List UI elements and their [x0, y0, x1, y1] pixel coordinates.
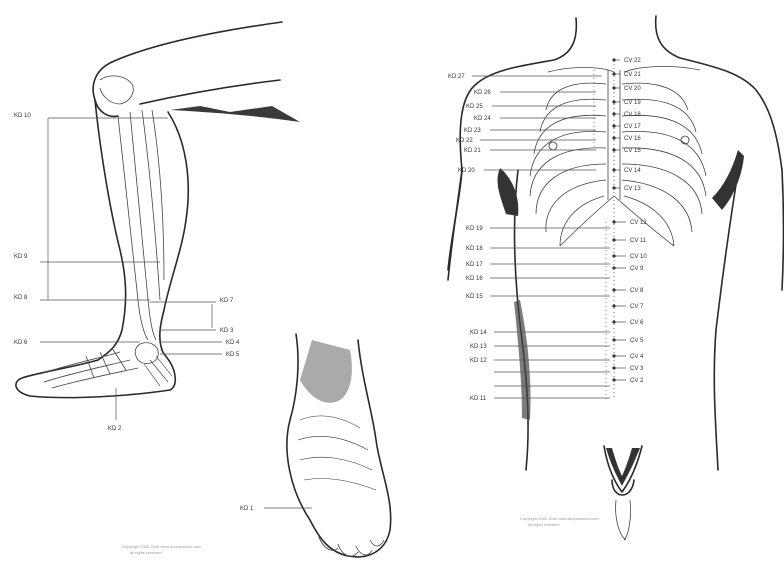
label-cv-15: CV 15	[624, 148, 641, 154]
label-kd-13: KD 13	[470, 344, 487, 350]
label-cv-2: CV 2	[630, 378, 644, 384]
label-cv-11: CV 11	[630, 238, 647, 244]
label-kd-22: KD 22	[456, 138, 473, 144]
label-kd-18: KD 18	[466, 246, 483, 252]
label-cv-13: CV 13	[624, 186, 641, 192]
leg-caption-line-2: all rights reserved	[130, 550, 162, 555]
label-kd-14: KD 14	[470, 330, 487, 336]
label-kd-9: KD 9	[14, 254, 28, 260]
label-cv-12: CV 12	[630, 220, 647, 226]
label-cv-3: CV 3	[630, 366, 644, 372]
label-kd-25: KD 25	[466, 104, 483, 110]
label-cv-10: CV 10	[630, 254, 647, 260]
leg-figure: KD 10 KD 9 KD 8 KD 6 KD 7 KD 3 KD 4 KD 5…	[14, 22, 300, 555]
label-kd-19: KD 19	[466, 226, 483, 232]
torso-figure: KD 27 KD 26 KD 25 KD 24 KD 23 KD 22 KD 2…	[448, 16, 784, 540]
label-kd-21: KD 21	[464, 148, 481, 154]
label-cv-6: CV 6	[630, 320, 644, 326]
label-kd-3: KD 3	[220, 328, 234, 334]
label-cv-8: CV 8	[630, 288, 644, 294]
label-cv-17: CV 17	[624, 124, 641, 130]
label-kd-17: KD 17	[466, 262, 483, 268]
label-kd-8: KD 8	[14, 295, 28, 301]
label-kd-23: KD 23	[464, 128, 481, 134]
label-kd-1: KD 1	[240, 506, 254, 512]
label-kd-5: KD 5	[226, 352, 240, 358]
label-cv-9: CV 9	[630, 266, 644, 272]
label-kd-4: KD 4	[226, 340, 240, 346]
leg-caption-line-1: Copyright 2002-2006 www.acupuncture.com	[122, 544, 201, 549]
label-cv-16: CV 16	[624, 136, 641, 142]
label-kd-2: KD 2	[108, 426, 122, 432]
label-cv-14: CV 14	[624, 168, 641, 174]
label-kd-24: KD 24	[474, 116, 491, 122]
label-kd-7: KD 7	[220, 298, 234, 304]
label-kd-26: KD 26	[474, 90, 491, 96]
label-kd-27: KD 27	[448, 74, 465, 80]
label-cv-7: CV 7	[630, 304, 644, 310]
label-cv-21: CV 21	[624, 72, 641, 78]
label-cv-20: CV 20	[624, 86, 641, 92]
label-cv-4: CV 4	[630, 354, 644, 360]
label-cv-5: CV 5	[630, 338, 644, 344]
label-kd-15: KD 15	[466, 294, 483, 300]
label-kd-6: KD 6	[14, 340, 28, 346]
label-kd-11: KD 11	[470, 396, 487, 402]
label-kd-16: KD 16	[466, 276, 483, 282]
sole-figure: KD 1	[240, 334, 391, 557]
label-kd-10: KD 10	[14, 113, 31, 119]
label-cv-18: CV 18	[624, 112, 641, 118]
torso-caption-line-2: all rights reserved	[528, 522, 560, 527]
label-kd-12: KD 12	[470, 358, 487, 364]
label-cv-22: CV 22	[624, 58, 641, 64]
label-kd-20: KD 20	[458, 168, 475, 174]
torso-caption-line-1: Copyright 2002-2006 www.acupuncture.com	[520, 516, 599, 521]
label-cv-19: CV 19	[624, 100, 641, 106]
